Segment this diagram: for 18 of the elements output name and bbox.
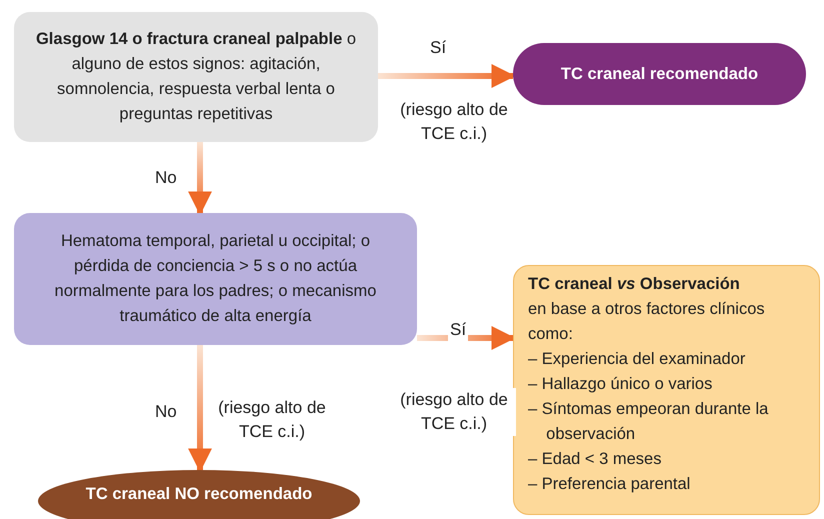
arrow [188,142,212,216]
heading: TC craneal vs Observación [528,274,741,295]
arrow [417,326,516,350]
process-box [14,213,417,345]
arrow [378,64,516,88]
result-box [513,265,820,515]
list-item: – Hallazgo único o varios [528,374,714,395]
arrow [188,345,212,472]
node-text: Hematoma temporal, parietal u occipital; o pérdida de conciencia > 5 s o no actúa normalmente para los padres; o mecanismo traumático de alta energía [54,231,378,327]
node-text: TC craneal recomendado [560,64,760,84]
list-item: – Edad < 3 meses [528,449,662,470]
list-item: – Síntomas empeoran durante la observación [528,399,770,445]
description: en base a otros factores clínicos como: [528,299,766,345]
node-text: TC craneal NO recomendado [84,484,314,505]
process-box [14,12,378,142]
node-text: Glasgow 14 o fractura craneal palpable o alguno de estos signos: agitación, somnolencia, respuesta verbal lenta o preguntas repetitivas [34,29,358,125]
list-item: – Experiencia del examinador [528,349,746,370]
list-item: – Preferencia parental [528,474,692,495]
